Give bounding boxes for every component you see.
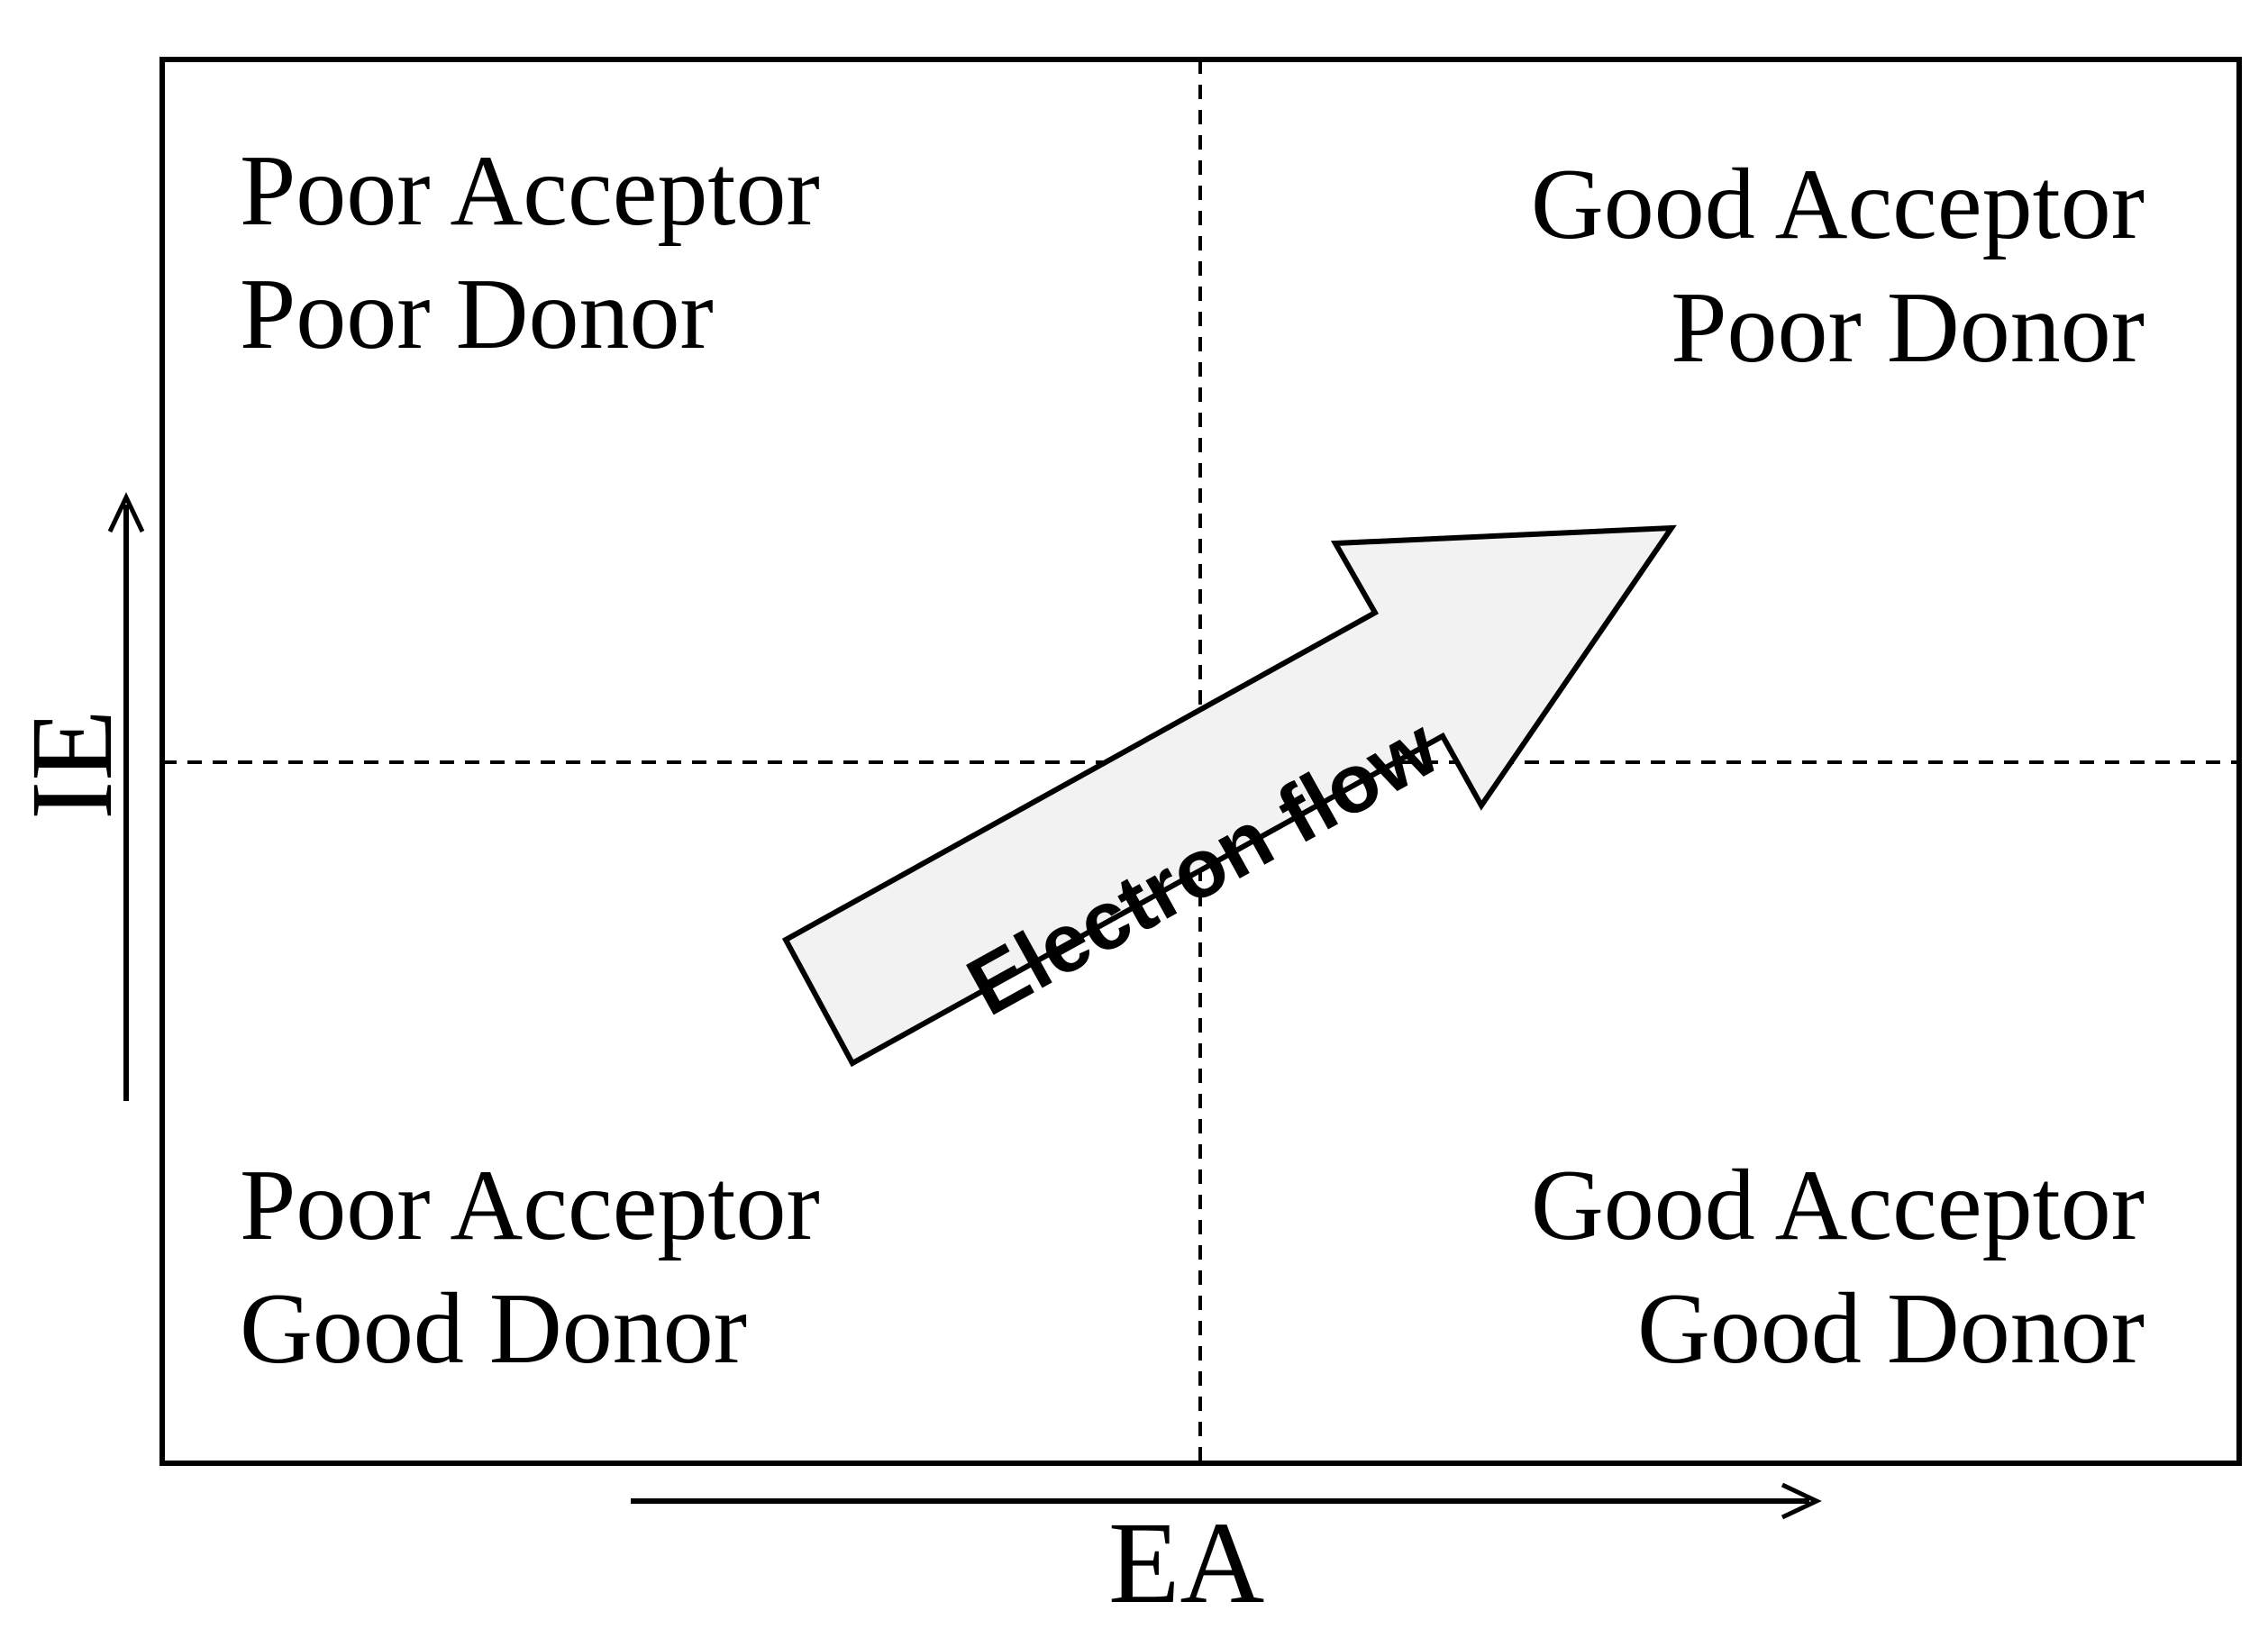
quadrant-bottom-right-line1: Good Acceptor: [1530, 1150, 2145, 1261]
quadrant-top-right-line1: Good Acceptor: [1530, 149, 2145, 260]
quadrant-top-right-line2: Poor Donor: [1671, 272, 2145, 384]
quadrant-top-left-line2: Poor Donor: [240, 259, 714, 370]
electron-flow-arrow: [781, 524, 1677, 1068]
x-axis-label: EA: [1108, 1498, 1265, 1628]
quadrant-top-right-label: Good Acceptor Poor Donor: [1531, 143, 2145, 390]
quadrant-top-left-line1: Poor Acceptor: [240, 135, 820, 247]
quadrant-bottom-right-label: Good Acceptor Good Donor: [1531, 1144, 2145, 1391]
quadrant-bottom-left-line1: Poor Acceptor: [240, 1150, 820, 1261]
quadrant-top-left-label: Poor Acceptor Poor Donor: [240, 130, 820, 377]
y-axis-label: IE: [7, 709, 137, 820]
quadrant-bottom-left-label: Poor Acceptor Good Donor: [240, 1144, 820, 1391]
quadrant-bottom-right-line2: Good Donor: [1636, 1273, 2145, 1385]
y-axis-arrow: [107, 492, 145, 1101]
quadrant-bottom-left-line2: Good Donor: [240, 1273, 748, 1385]
x-axis-arrow: [631, 1482, 1822, 1520]
